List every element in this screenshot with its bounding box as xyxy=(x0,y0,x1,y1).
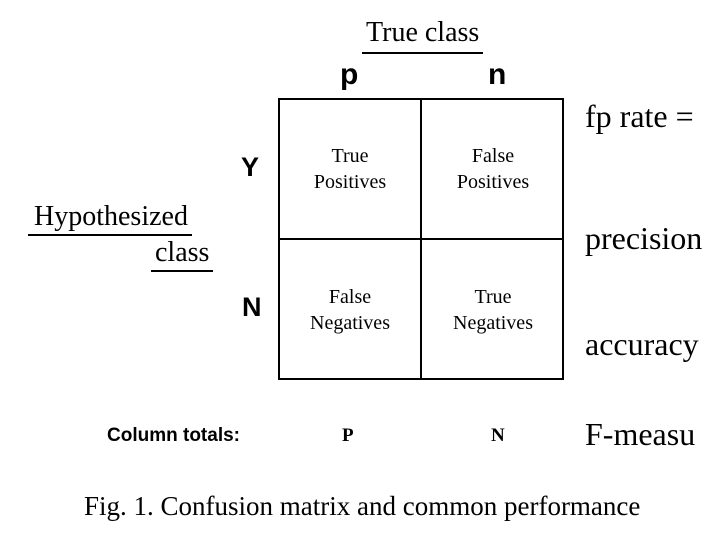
metric-f-measure: F-measu xyxy=(585,416,696,452)
cell-text: False xyxy=(471,145,515,167)
figure-caption: Fig. 1. Confusion matrix and common perf… xyxy=(84,491,641,521)
cell-text: Negatives xyxy=(453,312,533,334)
hypothesized-class-label-line2: class xyxy=(151,238,214,272)
cell-false-positives: False Positives xyxy=(422,100,564,240)
cell-text: True xyxy=(331,145,369,167)
metric-precision: precision xyxy=(585,220,703,256)
column-label-n: n xyxy=(488,58,507,91)
hypothesized-class-label-line1: Hypothesized xyxy=(28,202,192,236)
cell-text: Positives xyxy=(313,171,387,193)
column-total-n: N xyxy=(491,425,505,446)
cell-text: False xyxy=(328,286,372,308)
metric-accuracy: accuracy xyxy=(585,326,699,362)
cell-text: Negatives xyxy=(310,312,390,334)
row-label-n: N xyxy=(242,292,262,322)
column-label-p: p xyxy=(340,58,359,91)
cell-true-positives: True Positives xyxy=(280,100,422,240)
cell-text: True xyxy=(474,286,512,308)
cell-text: Positives xyxy=(456,171,530,193)
metric-fp-rate: fp rate = xyxy=(585,98,694,134)
column-total-p: P xyxy=(342,425,354,446)
confusion-matrix: True Positives False Positives False Neg… xyxy=(278,98,564,380)
cell-true-negatives: True Negatives xyxy=(422,240,564,380)
true-class-header: True class xyxy=(362,16,484,54)
cell-false-negatives: False Negatives xyxy=(280,240,422,380)
row-label-y: Y xyxy=(241,152,260,182)
column-totals-label: Column totals: xyxy=(107,425,240,446)
